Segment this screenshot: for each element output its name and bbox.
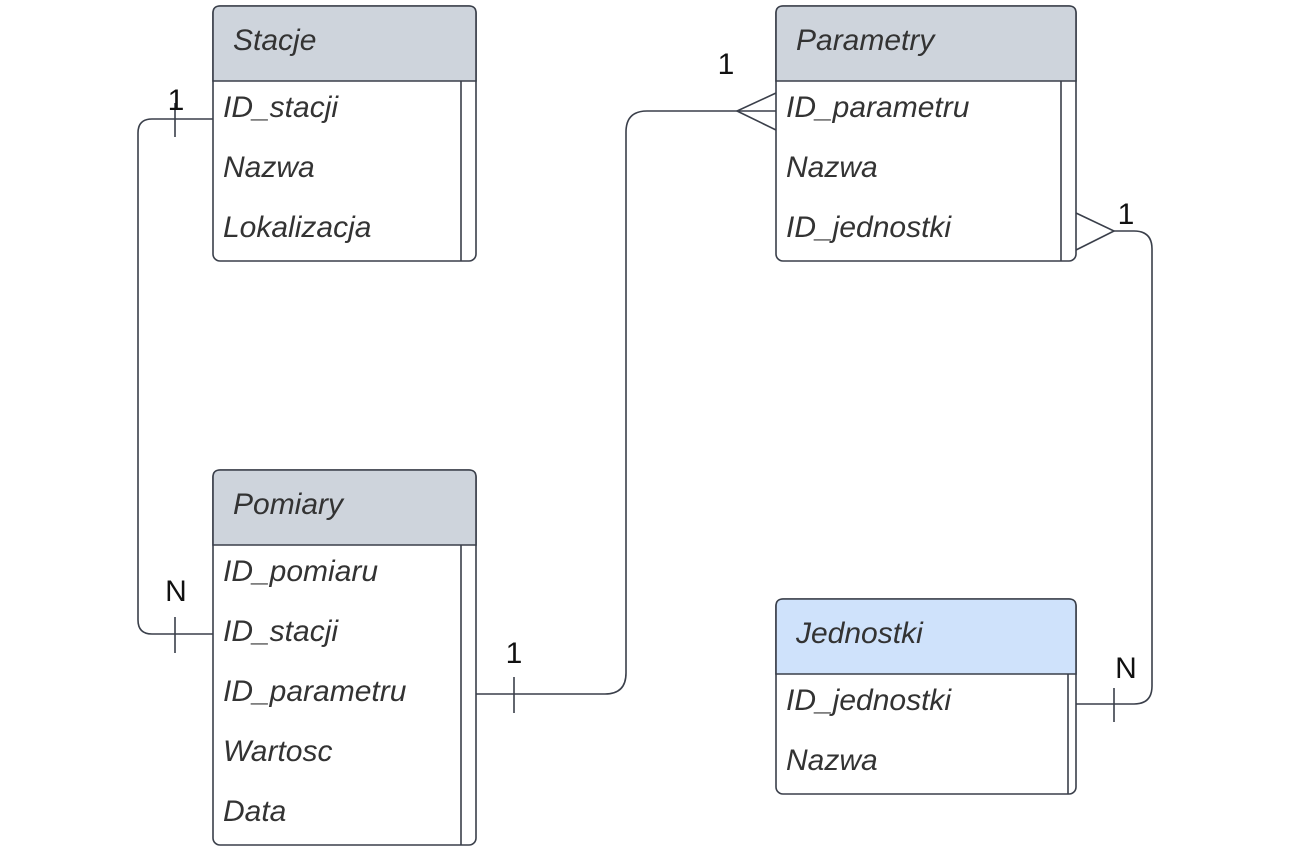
table-jednostki-header [775,598,1077,675]
table-jednostki-field-id-jednostki[interactable]: ID_jednostki [786,684,952,717]
relation-pomiary-parametry-label-from: 1 [506,637,523,670]
connectors: 1 N 1 1 1 N [137,48,1153,722]
table-parametry-field-nazwa[interactable]: Nazwa [786,151,878,184]
relation-stacje-pomiary-label-from: 1 [168,84,185,117]
relation-parametry-jednostki-label-to: N [1115,652,1137,685]
table-parametry-field-id-jednostki[interactable]: ID_jednostki [786,211,952,244]
table-jednostki-title: Jednostki [795,617,924,650]
table-pomiary-field-wartosc[interactable]: Wartosc [223,735,332,768]
relation-stacje-pomiary[interactable]: 1 N [137,84,213,653]
relation-pomiary-parametry-line[interactable] [476,110,776,695]
table-pomiary-title: Pomiary [233,488,345,521]
table-parametry-field-id-parametru[interactable]: ID_parametru [786,91,970,124]
relation-parametry-jednostki[interactable]: 1 N [1075,198,1153,722]
table-stacje-title: Stacje [233,24,316,57]
relation-pomiary-parametry[interactable]: 1 1 [476,48,777,713]
relation-parametry-jednostki-label-from: 1 [1118,198,1135,231]
table-stacje-header [212,5,477,82]
tables: StacjeID_stacjiNazwaLokalizacjaParametry… [212,5,1077,846]
table-jednostki-field-nazwa[interactable]: Nazwa [786,744,878,777]
relation-pomiary-parametry-label-to: 1 [718,48,735,81]
table-parametry-title: Parametry [796,24,936,57]
table-stacje-field-lokalizacja[interactable]: Lokalizacja [223,211,371,244]
relation-stacje-pomiary-line[interactable] [137,118,213,635]
table-stacje-field-id-stacji[interactable]: ID_stacji [223,91,339,124]
table-pomiary-field-id-stacji[interactable]: ID_stacji [223,615,339,648]
table-parametry-header [775,5,1077,82]
table-pomiary-header [212,469,477,546]
table-pomiary[interactable]: PomiaryID_pomiaruID_stacjiID_parametruWa… [212,469,477,846]
table-stacje-field-nazwa[interactable]: Nazwa [223,151,315,184]
relation-parametry-jednostki-line[interactable] [1076,230,1153,705]
relation-parametry-jednostki-crowfoot [1075,212,1116,251]
table-pomiary-field-id-parametru[interactable]: ID_parametru [223,675,407,708]
table-pomiary-field-data[interactable]: Data [223,795,286,828]
relation-pomiary-parametry-crowfoot [735,92,777,131]
relation-stacje-pomiary-label-to: N [165,575,187,608]
table-pomiary-field-id-pomiaru[interactable]: ID_pomiaru [223,555,378,588]
